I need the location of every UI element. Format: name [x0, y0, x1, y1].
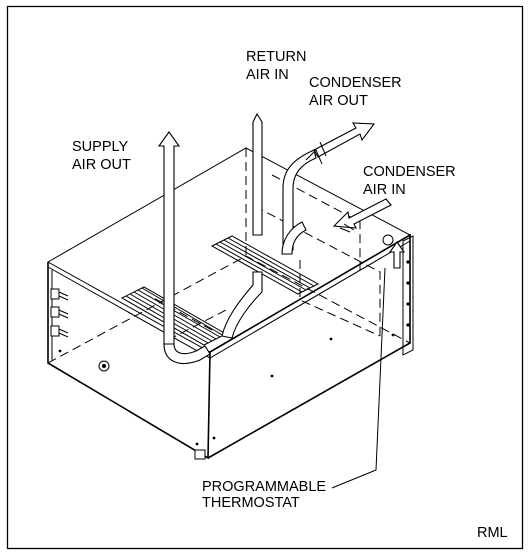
figure-border [6, 5, 524, 550]
return-air-flow [221, 112, 263, 339]
unit-body [46, 147, 414, 460]
return-air-grille [210, 235, 320, 295]
drawing-initials-label: RML [477, 525, 508, 541]
programmable-thermostat-label: PROGRAMMABLE THERMOSTAT [202, 479, 330, 511]
supply-air-flow [157, 131, 211, 364]
condenser-air-in-label: CONDENSER AIR IN [363, 164, 460, 198]
internal-ducts [149, 160, 381, 341]
condenser-air-out-label: CONDENSER AIR OUT [309, 75, 406, 109]
supply-air-out-label: SUPPLY AIR OUT [72, 139, 132, 173]
pipe-fittings [50, 288, 69, 338]
condenser-air-out-flow [282, 122, 376, 251]
programmable-thermostat [331, 234, 406, 489]
return-air-in-label: RETURN AIR IN [246, 49, 310, 83]
condenser-air-in-flow [281, 198, 392, 255]
